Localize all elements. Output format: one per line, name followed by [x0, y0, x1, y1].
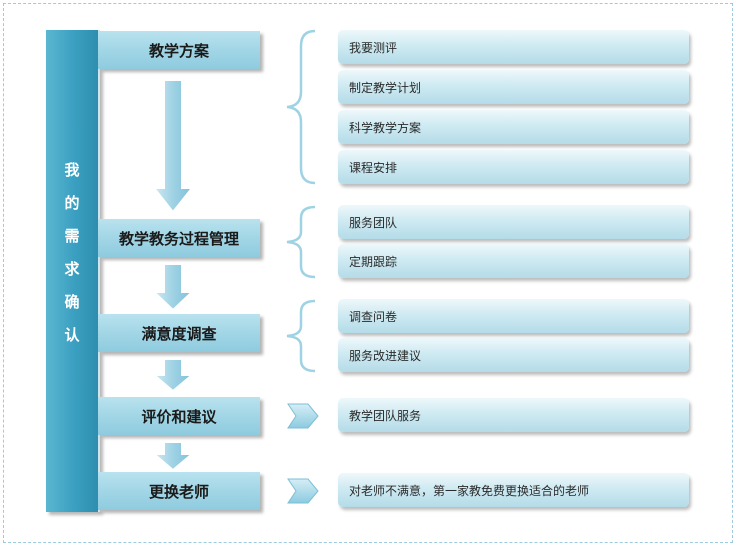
sidebar-char: 的 [64, 194, 80, 212]
brace-icon [286, 299, 316, 373]
sidebar-label-bar: 我 的 需 求 确 认 [46, 30, 100, 512]
down-arrow-icon [152, 79, 194, 214]
item-teaching-team-service: 教学团队服务 [338, 398, 689, 432]
sidebar-char: 求 [64, 260, 80, 278]
step-evaluation: 评价和建议 [98, 397, 260, 435]
step-teaching-plan: 教学方案 [98, 31, 260, 69]
down-arrow-icon [152, 263, 194, 312]
step-satisfaction-survey: 满意度调查 [98, 314, 260, 352]
chevron-right-icon [287, 403, 319, 429]
down-arrow-icon [152, 441, 194, 472]
sidebar-char: 我 [64, 161, 80, 179]
item-course-schedule: 课程安排 [338, 150, 689, 184]
step-process-management: 教学教务过程管理 [98, 219, 260, 257]
sidebar-char: 认 [64, 326, 80, 344]
diagram-frame [3, 3, 733, 543]
sidebar-char: 确 [64, 293, 80, 311]
chevron-right-icon [287, 478, 319, 504]
item-improvement-suggestions: 服务改进建议 [338, 338, 689, 372]
item-teaching-plan-making: 制定教学计划 [338, 70, 689, 104]
step-change-teacher: 更换老师 [98, 472, 260, 510]
item-assessment: 我要测评 [338, 30, 689, 64]
item-questionnaire: 调查问卷 [338, 299, 689, 333]
item-free-teacher-change: 对老师不满意，第一家教免费更换适合的老师 [338, 473, 689, 507]
item-regular-tracking: 定期跟踪 [338, 244, 689, 278]
sidebar-char: 需 [64, 227, 80, 245]
item-service-team: 服务团队 [338, 205, 689, 239]
item-scientific-plan: 科学教学方案 [338, 110, 689, 144]
brace-icon [286, 29, 316, 185]
down-arrow-icon [152, 358, 194, 393]
brace-icon [286, 205, 316, 279]
